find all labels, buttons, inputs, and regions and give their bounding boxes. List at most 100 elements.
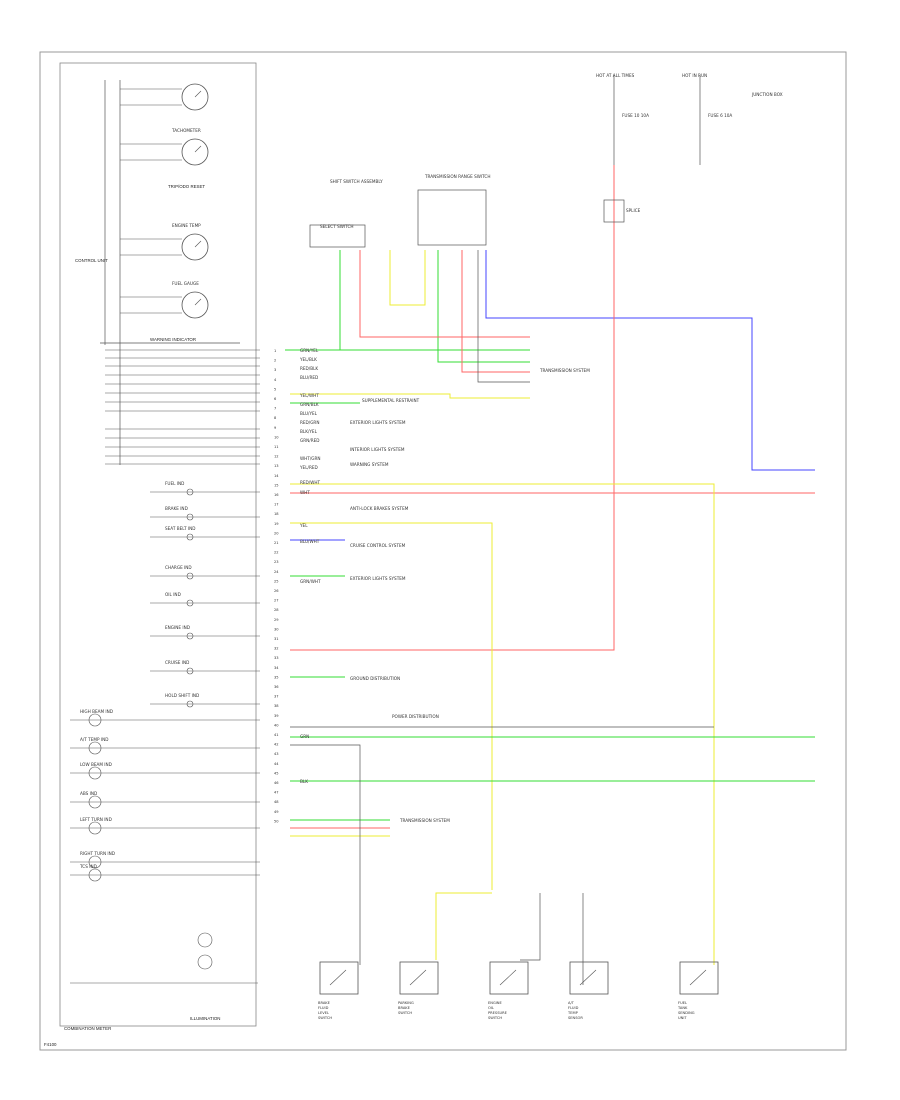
pin-45: 45: [274, 771, 279, 775]
pin-48: 48: [274, 800, 279, 804]
wire-red-2: [461, 250, 530, 373]
sensor-label-0-1: FLUID: [318, 1006, 329, 1010]
pin-26: 26: [274, 589, 279, 593]
indicator-lamp-12: [88, 821, 102, 835]
diagram-frame: [39, 51, 847, 1051]
sensor-switch-2: [499, 969, 517, 986]
wire-label-13: RED/WHT: [300, 480, 320, 485]
pin-40: 40: [274, 723, 279, 727]
diagram-id-label: F4100: [44, 1042, 57, 1047]
fuel-gauge-needle: [194, 298, 202, 306]
fuel-gauge-label: FUEL GAUGE: [172, 281, 199, 286]
pin-34: 34: [274, 666, 279, 670]
wire-label-4: BLU/RED: [300, 375, 318, 380]
combination-meter-label: COMBINATION METER: [64, 1026, 111, 1031]
indicator-lamp-9: [88, 741, 102, 755]
tachometer-label: TACHOMETER: [171, 128, 201, 133]
control-unit-label: CONTROL UNIT: [75, 258, 108, 263]
exterior-lights-label: EXTERIOR LIGHTS SYSTEM: [350, 420, 406, 425]
fuel-gauge-gauge: [181, 291, 209, 319]
wire-red-splice: [290, 165, 615, 651]
sensor-label-3-1: FLUID: [568, 1006, 579, 1010]
hot-at-all-times-label: HOT AT ALL TIMES: [596, 73, 635, 78]
transmission-range-label: TRANSMISSION RANGE SWITCH: [424, 174, 491, 179]
pin-21: 21: [274, 541, 279, 545]
pin-29: 29: [274, 618, 279, 622]
wire-label-7: BLU/YEL: [300, 411, 318, 416]
sensor-label-4-2: SENDING: [678, 1011, 695, 1015]
splice-box: [603, 199, 625, 223]
combination-meter-box: [59, 62, 257, 1027]
sensor-label-0-3: SWITCH: [318, 1016, 332, 1020]
junction-box-label: JUNCTION BOX: [751, 92, 783, 97]
wire-label-3: RED/BLK: [300, 366, 318, 371]
wire-label-19: BLK: [300, 779, 308, 784]
engine-temp-label: ENGINE TEMP: [172, 223, 201, 228]
indicator-lamp-13: [88, 855, 102, 869]
pin-25: 25: [274, 579, 279, 583]
illum-bulb-0: [197, 932, 213, 948]
wire-label-15: YEL: [299, 523, 308, 528]
wire-label-8: RED/GRN: [300, 420, 319, 425]
pin-5: 5: [274, 387, 276, 391]
power-distribution-label: POWER DISTRIBUTION: [392, 714, 439, 719]
wire-label-1: GRN/YEL: [300, 348, 319, 353]
shift-switch-label: SHIFT SWITCH ASSEMBLY: [330, 179, 383, 184]
indicator-label-10: LOW BEAM IND: [80, 762, 112, 767]
wire-label-9: BLK/YEL: [300, 429, 318, 434]
select-switch-label: SELECT SWITCH: [320, 224, 354, 229]
supplemental-restraint-label: SUPPLEMENTAL RESTRAINT: [362, 398, 420, 403]
meter-bus-lines: [100, 80, 260, 465]
anti-lock-label: ANTI-LOCK BRAKES SYSTEM: [350, 506, 409, 511]
wire-label-16: BLU/WHT: [300, 539, 320, 544]
pin-46: 46: [274, 781, 279, 785]
pin-17: 17: [274, 503, 279, 507]
pin-41: 41: [274, 733, 279, 737]
pin-28: 28: [274, 608, 279, 612]
pin-31: 31: [274, 637, 279, 641]
pin-15: 15: [274, 483, 279, 487]
indicator-label-5: ENGINE IND: [165, 625, 190, 630]
wire-yellow-parking: [435, 892, 492, 960]
speedometer-gauge: [181, 83, 209, 111]
pin-22: 22: [274, 551, 279, 555]
indicator-lamp-5: [186, 632, 194, 640]
engine-temp-needle: [194, 240, 202, 248]
sensor-label-4-0: FUEL: [678, 1001, 687, 1005]
sensor-label-4-1: TANK: [677, 1006, 688, 1010]
warning-indicator-label: WARNING INDICATOR: [150, 337, 196, 342]
wire-label-11: WHT/GRN: [300, 456, 321, 461]
pin-35: 35: [274, 675, 279, 679]
pin-36: 36: [274, 685, 279, 689]
sensor-label-0-2: LEVEL: [318, 1011, 329, 1015]
sensor-label-3-2: TEMP: [567, 1011, 579, 1015]
pin-49: 49: [274, 810, 279, 814]
pin-33: 33: [274, 656, 279, 660]
pin-39: 39: [274, 714, 279, 718]
wire-label-12: YEL/RED: [299, 465, 318, 470]
sensor-label-1-1: BRAKE: [398, 1006, 411, 1010]
indicator-lamp-14: [88, 868, 102, 882]
wire-label-18: GRN: [300, 734, 309, 739]
wire-labels-group: GRN/YEL YEL/BLK RED/BLK BLU/RED YEL/WHT …: [299, 348, 321, 784]
wire-yellow-right: [290, 483, 715, 965]
wire-label-2: YEL/BLK: [299, 357, 317, 362]
indicator-lamp-8: [88, 713, 102, 727]
indicator-label-6: CRUISE IND: [165, 660, 189, 665]
pin-20: 20: [274, 531, 279, 535]
sensor-label-0-0: BRAKE: [318, 1001, 331, 1005]
tachometer-needle: [194, 145, 202, 153]
indicator-label-3: CHARGE IND: [165, 565, 192, 570]
wire-red-1: [359, 250, 530, 338]
indicator-label-1: BRAKE IND: [165, 506, 188, 511]
pin-43: 43: [274, 752, 279, 756]
tachometer-gauge: [181, 138, 209, 166]
pin-12: 12: [274, 455, 279, 459]
pin-24: 24: [274, 570, 279, 574]
illum-bulb-1: [197, 954, 213, 970]
sensor-label-1-2: SWITCH: [398, 1011, 412, 1015]
sensor-label-1-0: PARKING: [398, 1001, 414, 1005]
wire-label-6: GRN/BLK: [300, 402, 319, 407]
fuse-6-label: FUSE 6 10A: [708, 113, 732, 118]
